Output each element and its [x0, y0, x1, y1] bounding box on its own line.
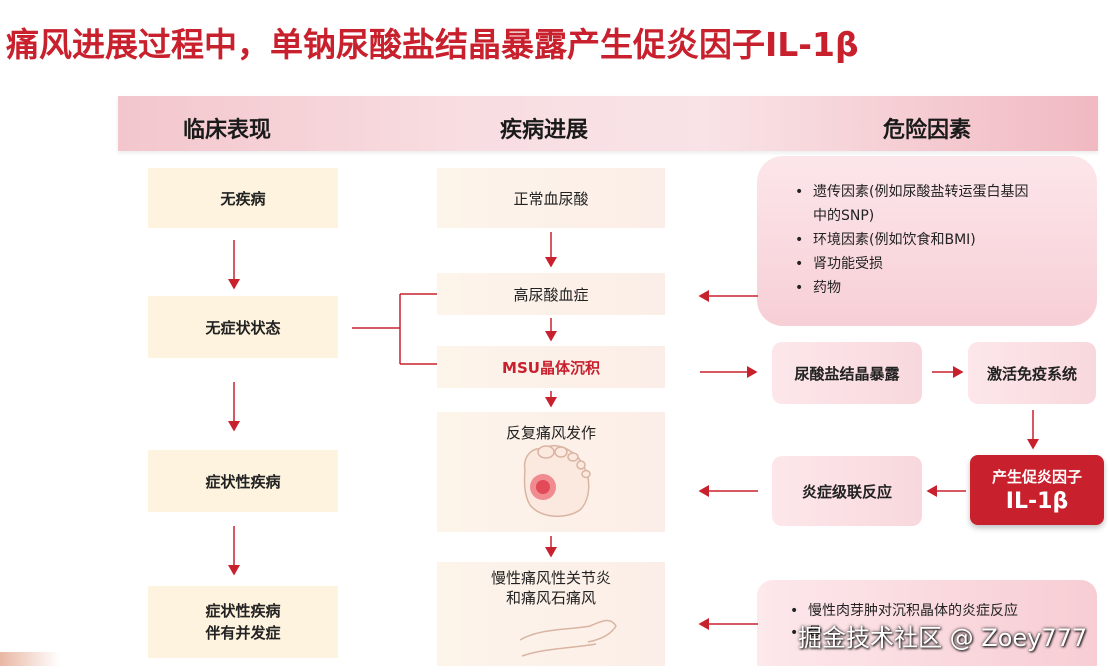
clinical-label: 无疾病: [220, 189, 266, 208]
column-header-risk: 危险因素: [883, 118, 972, 143]
risk-factors-panel: [757, 156, 1097, 326]
cytokine-il1b-label: IL-1β: [1005, 489, 1069, 514]
progression-label: 正常血尿酸: [513, 189, 589, 208]
watermark: 掘金技术社区 @ Zoey777: [798, 624, 1088, 652]
list-item: •肾功能受损: [795, 256, 883, 272]
list-item: •药物: [795, 280, 841, 296]
cytokine-label: 产生促炎因子: [991, 468, 1082, 486]
clinical-box-asymptomatic: 无症状状态: [148, 296, 338, 358]
list-item: •环境因素(例如饮食和BMI): [795, 232, 976, 248]
inflammation-spot-core-icon: [536, 480, 550, 494]
risk-factors-list: •遗传因素(例如尿酸盐转运蛋白基因 中的SNP) •环境因素(例如饮食和BMI)…: [795, 180, 1085, 300]
clinical-label: 无症状状态: [205, 318, 281, 337]
mechanism-box-immune: 激活免疫系统: [968, 342, 1096, 404]
clinical-box-no-disease: 无疾病: [148, 168, 338, 228]
clinical-box-symptomatic: 症状性疾病: [148, 450, 338, 512]
mechanism-box-exposure: 尿酸盐结晶暴露: [772, 342, 922, 404]
progression-box-chronic: 慢性痛风性关节炎 和痛风石痛风: [437, 562, 665, 666]
progression-label: 和痛风石痛风: [505, 589, 596, 607]
progression-box-hyperuricemia: 高尿酸血症: [437, 273, 665, 315]
mechanism-label: 激活免疫系统: [986, 364, 1077, 383]
list-item: 中的SNP): [813, 208, 875, 224]
mechanism-label: 尿酸盐结晶暴露: [794, 364, 900, 383]
progression-label: 反复痛风发作: [505, 424, 596, 442]
clinical-box-complications: 症状性疾病 伴有并发症: [148, 586, 338, 658]
mechanism-label: 炎症级联反应: [801, 482, 892, 501]
progression-label-msu: MSU晶体沉积: [502, 358, 600, 377]
cytokine-il1b-box: 产生促炎因子 IL-1β: [970, 455, 1104, 525]
progression-label: 慢性痛风性关节炎: [490, 569, 611, 587]
arm-illustration: [519, 619, 617, 657]
clinical-label: 症状性疾病: [205, 602, 281, 620]
list-item: •慢性肉芽肿对沉积晶体的炎症反应: [790, 603, 1018, 619]
clinical-label: 伴有并发症: [205, 624, 281, 642]
column-header-clinical: 临床表现: [183, 118, 272, 143]
clinical-label: 症状性疾病: [205, 472, 281, 491]
chronic-response-panel: [757, 580, 1097, 666]
list-item: •遗传因素(例如尿酸盐转运蛋白基因: [795, 184, 1029, 200]
chronic-response-list: •慢性肉芽肿对沉积晶体的炎症反应 •骨: [790, 600, 1090, 644]
progression-label: 高尿酸血症: [513, 285, 589, 304]
page-title: 痛风进展过程中，单钠尿酸盐结晶暴露产生促炎因子IL-1β: [6, 25, 859, 64]
progression-box-msu: MSU晶体沉积: [437, 346, 665, 388]
mechanism-box-cascade: 炎症级联反应: [772, 456, 922, 526]
list-item: •骨: [790, 625, 822, 641]
bracket-connector: [352, 293, 437, 365]
column-header-band: [118, 96, 1098, 151]
corner-decoration: [0, 652, 60, 666]
column-header-progression: 疾病进展: [500, 118, 589, 143]
progression-box-normal: 正常血尿酸: [437, 168, 665, 228]
